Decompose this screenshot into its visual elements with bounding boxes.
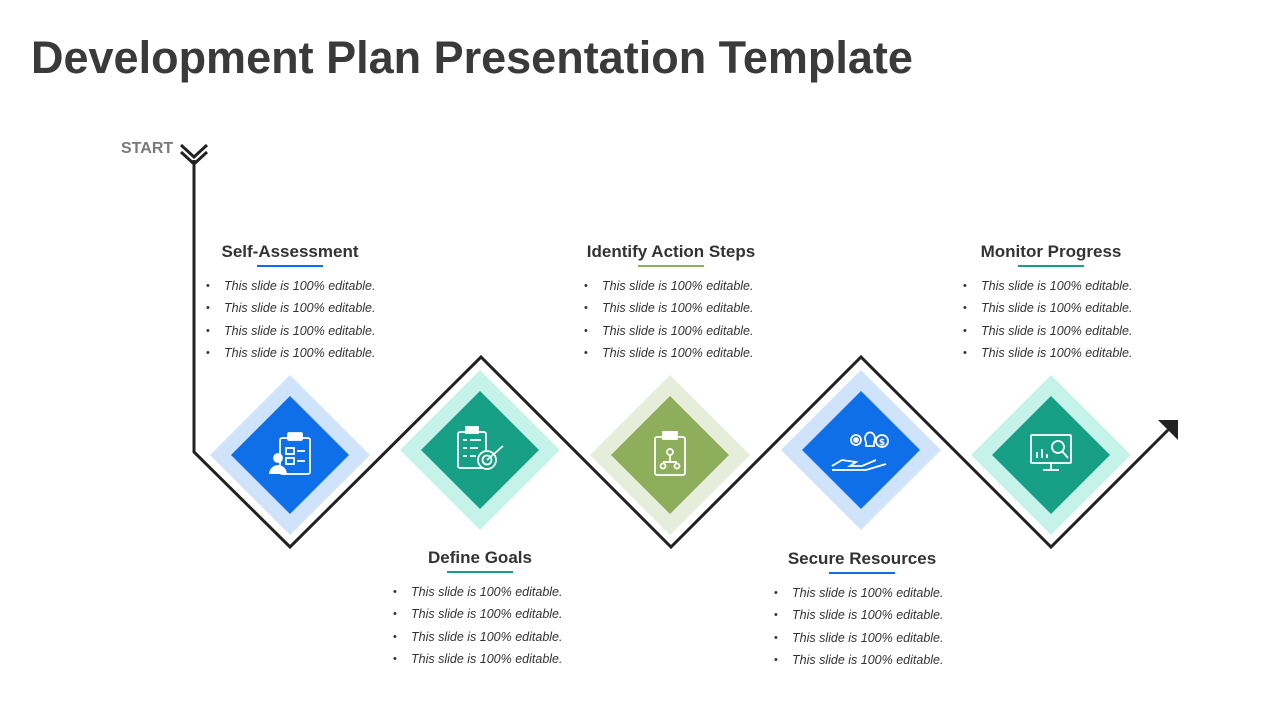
bullet-item: This slide is 100% editable. (578, 275, 791, 298)
bullet-item: This slide is 100% editable. (387, 603, 600, 626)
end-arrow-icon (1158, 420, 1178, 440)
bullet-list: This slide is 100% editable. This slide … (768, 582, 982, 671)
step-title: Monitor Progress (980, 242, 1122, 261)
title-underline (638, 265, 704, 267)
step-title: Self-Assessment (221, 242, 359, 261)
zigzag-path (192, 160, 1170, 550)
step-title: Define Goals (428, 548, 532, 567)
start-chevron-icon (179, 143, 209, 160)
bullet-item: This slide is 100% editable. (200, 320, 410, 343)
step-self-assessment: Self-Assessment This slide is 100% edita… (170, 242, 410, 364)
diamond-step-1 (210, 375, 370, 535)
hand-resources-icon: $ (831, 431, 889, 471)
bullet-item: This slide is 100% editable. (957, 342, 1171, 365)
title-underline (1018, 265, 1084, 267)
diamond-step-4: $ (781, 370, 941, 530)
step-secure-resources: Secure Resources This slide is 100% edit… (742, 549, 982, 671)
bullet-item: This slide is 100% editable. (200, 342, 410, 365)
bullet-item: This slide is 100% editable. (200, 275, 410, 298)
monitor-chart-icon (1030, 434, 1072, 471)
diamond-step-2 (400, 370, 560, 530)
bullet-item: This slide is 100% editable. (768, 604, 982, 627)
bullet-item: This slide is 100% editable. (387, 626, 600, 649)
title-underline (257, 265, 323, 267)
bullet-item: This slide is 100% editable. (200, 297, 410, 320)
page-title: Development Plan Presentation Template (31, 32, 913, 83)
step-title: Secure Resources (787, 549, 937, 568)
bullet-item: This slide is 100% editable. (957, 297, 1171, 320)
bullet-item: This slide is 100% editable. (578, 320, 791, 343)
step-define-goals: Define Goals This slide is 100% editable… (360, 548, 600, 670)
bullet-item: This slide is 100% editable. (768, 649, 982, 672)
diamond-step-5 (971, 375, 1131, 535)
step-title: Identify Action Steps (586, 242, 756, 261)
bullet-list: This slide is 100% editable. This slide … (957, 275, 1171, 364)
start-label: START (121, 140, 174, 157)
bullet-item: This slide is 100% editable. (957, 320, 1171, 343)
svg-text:$: $ (879, 438, 885, 448)
diamond-step-3 (590, 375, 750, 535)
title-underline (447, 571, 513, 573)
bullet-item: This slide is 100% editable. (387, 581, 600, 604)
bullet-item: This slide is 100% editable. (578, 342, 791, 365)
bullet-item: This slide is 100% editable. (957, 275, 1171, 298)
bullet-item: This slide is 100% editable. (768, 627, 982, 650)
bullet-item: This slide is 100% editable. (387, 648, 600, 671)
bullet-item: This slide is 100% editable. (578, 297, 791, 320)
bullet-item: This slide is 100% editable. (768, 582, 982, 605)
bullet-list: This slide is 100% editable. This slide … (200, 275, 410, 364)
title-underline (829, 572, 895, 574)
bullet-list: This slide is 100% editable. This slide … (387, 581, 600, 670)
bullet-list: This slide is 100% editable. This slide … (578, 275, 791, 364)
checklist-target-icon (457, 426, 504, 470)
clipboard-user-icon (269, 432, 311, 475)
clipboard-flow-icon (654, 431, 686, 476)
step-identify-action-steps: Identify Action Steps This slide is 100%… (551, 242, 791, 364)
step-monitor-progress: Monitor Progress This slide is 100% edit… (931, 242, 1171, 364)
